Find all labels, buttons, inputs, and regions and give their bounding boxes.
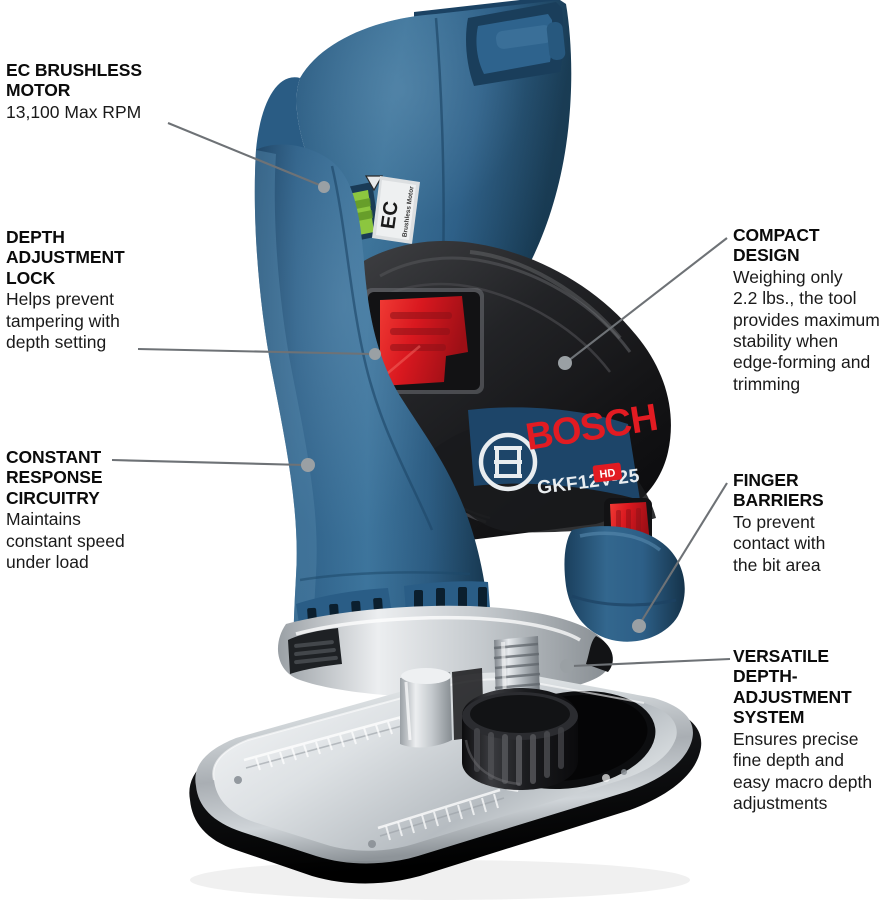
callout-compact-design: COMPACT DESIGN Weighing only 2.2 lbs., t… xyxy=(733,225,896,395)
callout-ec-brushless-motor: EC BRUSHLESS MOTOR 13,100 Max RPM xyxy=(6,60,216,123)
callout-versatile-depth-adjustment-system: VERSATILE DEPTH- ADJUSTMENT SYSTEM Ensur… xyxy=(733,646,896,814)
depth-adjustment-system xyxy=(400,636,578,790)
callout-title: COMPACT DESIGN xyxy=(733,225,820,266)
callout-depth-adjustment-lock: DEPTH ADJUSTMENT LOCK Helps prevent tamp… xyxy=(6,227,166,353)
ec-label-text: EC xyxy=(377,200,403,231)
hd-badge: HD xyxy=(592,462,622,483)
callout-body: To prevent contact with the bit area xyxy=(733,511,826,575)
depth-adjustment-lock-lever[interactable] xyxy=(364,288,484,394)
warning-triangle-icon xyxy=(364,175,384,192)
callout-title: DEPTH ADJUSTMENT LOCK xyxy=(6,227,125,288)
callout-title: VERSATILE DEPTH- ADJUSTMENT SYSTEM xyxy=(733,646,852,728)
finger-barrier xyxy=(564,526,685,642)
callout-title: FINGER BARRIERS xyxy=(733,470,824,511)
callout-body: Maintains constant speed under load xyxy=(6,509,125,573)
brand-plate: BOSCH GKF12V-25 HD xyxy=(468,397,660,500)
bosch-roundel-icon xyxy=(478,432,538,492)
callout-body: 13,100 Max RPM xyxy=(6,101,142,122)
callout-body: Ensures precise fine depth and easy macr… xyxy=(733,728,873,813)
callout-constant-response-circuitry: CONSTANT RESPONSE CIRCUITRY Maintains co… xyxy=(6,447,181,573)
rear-clip xyxy=(495,25,553,49)
callout-body: Weighing only 2.2 lbs., the tool provide… xyxy=(733,266,880,394)
knob-knurls xyxy=(474,727,564,786)
callout-body: Helps prevent tampering with depth setti… xyxy=(6,289,120,353)
finger-barrier-shell xyxy=(564,526,685,642)
callout-title: CONSTANT RESPONSE CIRCUITRY xyxy=(6,447,103,508)
lever-ribs xyxy=(390,312,452,351)
callout-title: EC BRUSHLESS MOTOR xyxy=(6,60,142,101)
hd-badge-text: HD xyxy=(599,467,616,481)
main-body xyxy=(254,144,490,672)
guide-post xyxy=(400,672,452,748)
callout-finger-barriers: FINGER BARRIERS To prevent contact with … xyxy=(733,470,896,576)
scale-markings-lower xyxy=(368,788,505,848)
